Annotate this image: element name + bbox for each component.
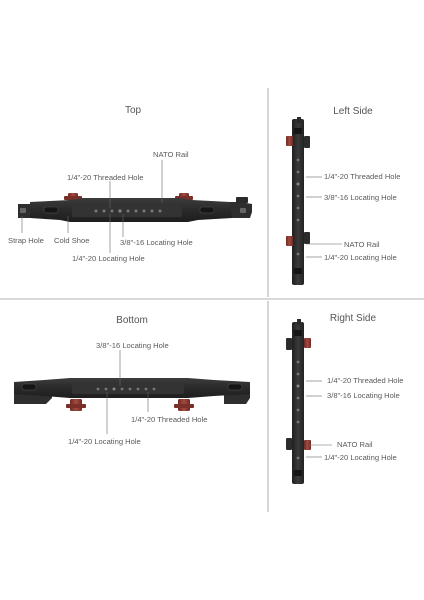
- top-title: Top: [125, 105, 142, 116]
- left-label-threaded-hole: 1/4"-20 Threaded Hole: [324, 172, 400, 181]
- top-label-cold-shoe: Cold Shoe: [54, 236, 89, 245]
- right-label-locating-14: 1/4"-20 Locating Hole: [324, 453, 397, 462]
- bottom-panel: Bottom: [14, 315, 250, 446]
- bottom-label-locating-14: 1/4"-20 Locating Hole: [68, 437, 141, 446]
- bottom-title: Bottom: [116, 315, 148, 326]
- left-knob-top: [286, 136, 293, 146]
- top-label-locating-14: 1/4"-20 Locating Hole: [72, 254, 145, 263]
- left-side-bar: [286, 117, 310, 285]
- right-leaders: [306, 380, 332, 458]
- bottom-label-threaded-hole: 1/4"-20 Threaded Hole: [131, 415, 207, 424]
- right-label-threaded-hole: 1/4"-20 Threaded Hole: [327, 376, 403, 385]
- right-label-locating-38: 3/8"-16 Locating Hole: [327, 391, 400, 400]
- top-panel: Top: [8, 105, 252, 263]
- top-label-nato-rail: NATO Rail: [153, 150, 189, 159]
- left-knob-bottom: [286, 236, 293, 246]
- left-side-panel: Left Side 1/4"-20 Threaded Hole 3/8"-: [286, 106, 400, 285]
- top-leaders: [21, 160, 163, 253]
- right-side-bar: [286, 319, 311, 484]
- right-title: Right Side: [330, 313, 377, 324]
- bottom-cage-bar: [14, 378, 250, 411]
- left-leaders: [306, 176, 342, 258]
- left-label-nato-rail: NATO Rail: [344, 240, 380, 249]
- top-cage-bar: [18, 193, 252, 222]
- right-side-panel: Right Side 1/4"-20 Threaded Hole 3/8": [286, 313, 403, 484]
- left-label-locating-38: 3/8"-16 Locating Hole: [324, 193, 397, 202]
- left-label-locating-14: 1/4"-20 Locating Hole: [324, 253, 397, 262]
- top-label-strap-hole: Strap Hole: [8, 236, 44, 245]
- bottom-label-locating-38: 3/8"-16 Locating Hole: [96, 341, 169, 350]
- right-knob-top: [304, 338, 311, 348]
- left-title: Left Side: [333, 106, 373, 117]
- top-label-threaded-hole: 1/4"-20 Threaded Hole: [67, 173, 143, 182]
- top-label-locating-38: 3/8"-16 Locating Hole: [120, 238, 193, 247]
- right-label-nato-rail: NATO Rail: [337, 440, 373, 449]
- bottom-leaders: [106, 350, 149, 434]
